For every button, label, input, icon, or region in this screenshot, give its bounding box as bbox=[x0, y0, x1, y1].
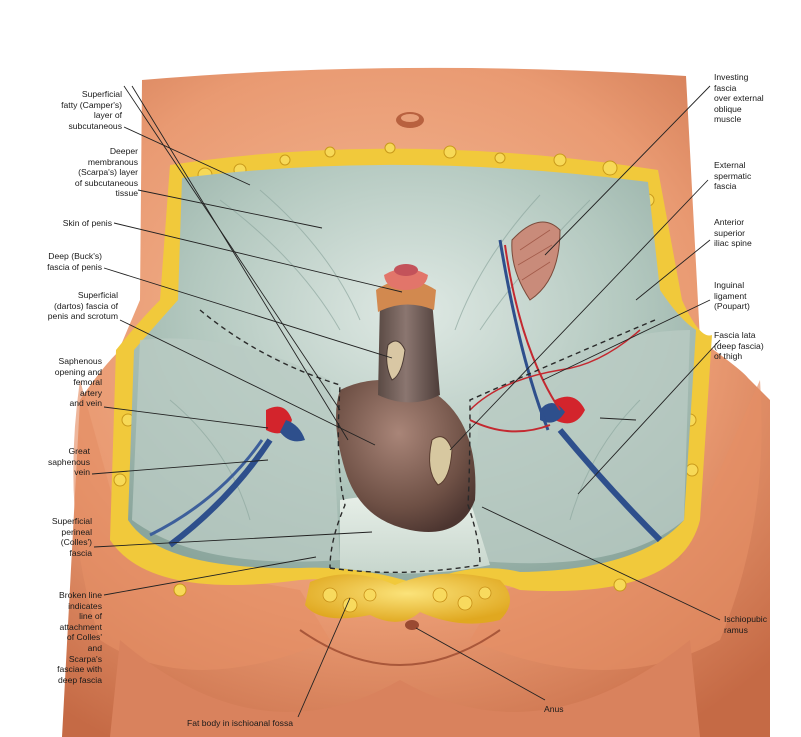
label-broken-line: Broken line indicates line of attachment… bbox=[57, 590, 102, 685]
right-femoral-vessels bbox=[469, 239, 663, 543]
label-inguinal-ligament: Inguinal ligament (Poupart) bbox=[714, 280, 750, 312]
label-external-spermatic-fascia: External spermatic fascia bbox=[714, 160, 752, 192]
label-scarpas-layer: Deeper membranous (Scarpa's) layer of su… bbox=[74, 146, 138, 199]
label-fascia-lata: Fascia lata (deep fascia) of thigh bbox=[714, 330, 764, 362]
left-femoral-vessels bbox=[149, 406, 305, 548]
label-campers-layer: Superficial fatty (Camper's) layer of su… bbox=[61, 89, 122, 131]
label-dartos-fascia: Superficial (dartos) fascia of penis and… bbox=[47, 290, 118, 322]
label-anterior-superior-iliac-spine: Anterior superior iliac spine bbox=[714, 217, 752, 249]
label-great-saphenous-vein: Great saphenous vein bbox=[47, 446, 90, 478]
label-skin-of-penis: Skin of penis bbox=[62, 218, 112, 228]
label-ischiopubic-ramus: Ischiopubic ramus bbox=[724, 614, 767, 635]
label-anus: Anus bbox=[544, 704, 564, 714]
label-fat-body: Fat body in ischioanal fossa bbox=[186, 718, 294, 728]
scrotum bbox=[336, 380, 476, 532]
ischioanal-fat-body bbox=[305, 573, 510, 624]
label-bucks-fascia: Deep (Buck's) fascia of penis bbox=[47, 251, 102, 272]
label-saphenous-opening: Saphenous opening and femoral artery and… bbox=[54, 356, 102, 409]
label-colles-fascia: Superficial perineal (Colles') fascia bbox=[51, 516, 92, 558]
label-investing-fascia: Investing fascia over external oblique m… bbox=[714, 72, 764, 125]
